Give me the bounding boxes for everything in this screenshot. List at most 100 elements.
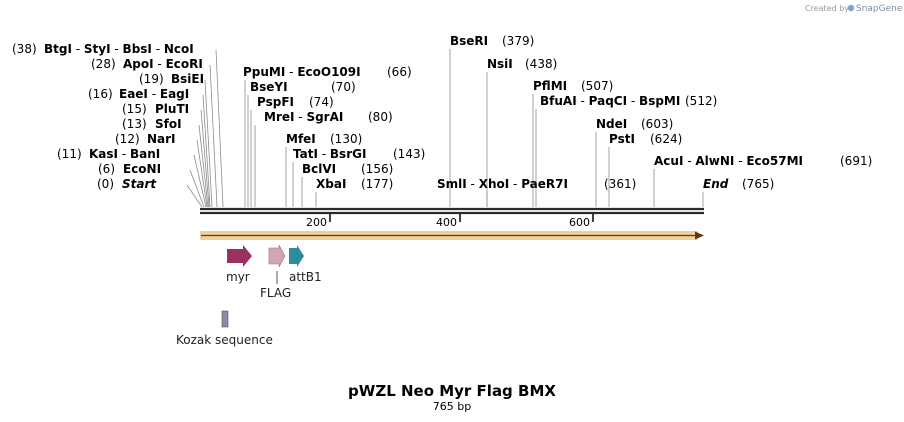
enzyme-name: BclVI — [302, 162, 336, 176]
enzyme-name: StyI — [84, 42, 111, 56]
map-length: 765 bp — [433, 400, 471, 413]
enzyme-name: EcoO109I — [297, 65, 360, 79]
feature-flag: FLAG — [260, 244, 291, 300]
enzyme-name: NarI — [147, 132, 176, 146]
enzyme-name: PspFI — [257, 95, 294, 109]
site-position: (28) — [91, 57, 116, 71]
site-connector-lines — [186, 49, 704, 208]
enzyme-name: MreI — [264, 110, 294, 124]
name-separator: - — [627, 94, 639, 108]
snapgene-logo-icon — [847, 4, 855, 12]
axis-tick-label: 600 — [569, 216, 590, 229]
site-enzyme-names: BclVI — [302, 162, 336, 176]
enzyme-name: PstI — [609, 132, 635, 146]
flag-label: FLAG — [260, 286, 291, 300]
flag-feature-arrow — [268, 244, 286, 268]
site-enzyme-names: KasI - BanI — [89, 147, 160, 161]
enzyme-name: Eco57MI — [746, 154, 803, 168]
site-enzyme-names: NdeI — [596, 117, 627, 131]
site-position: (19) — [139, 72, 164, 86]
site-position: (379) — [502, 34, 534, 48]
site-position: (624) — [650, 132, 682, 146]
site-enzyme-names: EaeI - EagI — [119, 87, 189, 101]
enzyme-name: EcoRI — [166, 57, 203, 71]
enzyme-name: NcoI — [164, 42, 194, 56]
credit-brand: SnapGene — [856, 4, 903, 14]
enzyme-name: PaqCI — [589, 94, 627, 108]
site-enzyme-names: PflMI — [533, 79, 567, 93]
name-separator: - — [683, 154, 695, 168]
enzyme-name: BanI — [130, 147, 160, 161]
site-enzyme-names: PstI — [609, 132, 635, 146]
site-position: (507) — [581, 79, 613, 93]
enzyme-name: SfoI — [155, 117, 182, 131]
site-enzyme-names: BsiEI — [171, 72, 204, 86]
enzyme-name: BspMI — [639, 94, 680, 108]
restriction-site-labels: (38)BtgI - StyI - BbsI - NcoI(28)ApoI - … — [12, 34, 872, 191]
enzyme-name: BseRI — [450, 34, 488, 48]
enzyme-name: EcoNI — [123, 162, 161, 176]
name-separator: - — [509, 177, 521, 191]
site-enzyme-names: MreI - SgrAI — [264, 110, 343, 124]
feature-kozak: Kozak sequence — [176, 310, 273, 347]
name-separator: - — [318, 147, 330, 161]
name-separator: - — [577, 94, 589, 108]
name-separator: - — [467, 177, 479, 191]
enzyme-name: NsiI — [487, 57, 513, 71]
enzyme-name: AcuI — [654, 154, 683, 168]
enzyme-name: BfuAI — [540, 94, 577, 108]
enzyme-name: BtgI — [44, 42, 72, 56]
site-connector — [189, 169, 205, 208]
myr-feature-arrow — [227, 245, 252, 267]
axis-tick-label: 200 — [306, 216, 327, 229]
site-enzyme-names: BtgI - StyI - BbsI - NcoI — [44, 42, 194, 56]
site-connector — [204, 79, 213, 208]
kozak-feature-box — [221, 310, 229, 328]
feature-myr: myr — [226, 245, 252, 284]
site-enzyme-names: EcoNI — [123, 162, 161, 176]
name-separator: - — [152, 42, 164, 56]
site-enzyme-names: NarI — [147, 132, 176, 146]
feature-attb1: attB1 — [289, 245, 322, 284]
site-connector — [215, 49, 224, 208]
site-connector — [196, 139, 208, 208]
enzyme-name: Start — [122, 177, 157, 191]
site-enzyme-names: End — [703, 177, 729, 191]
name-separator: - — [734, 154, 746, 168]
enzyme-name: BsrGI — [330, 147, 367, 161]
enzyme-name: AlwNI — [695, 154, 734, 168]
site-enzyme-names: MfeI — [286, 132, 316, 146]
site-position: (11) — [57, 147, 82, 161]
name-separator: - — [294, 110, 306, 124]
site-connector — [198, 124, 209, 208]
site-enzyme-names: SfoI — [155, 117, 182, 131]
site-enzyme-names: NsiI — [487, 57, 513, 71]
enzyme-name: PaeR7I — [521, 177, 568, 191]
enzyme-name: PflMI — [533, 79, 567, 93]
credit-prefix: Created by — [805, 4, 849, 13]
site-enzyme-names: TatI - BsrGI — [293, 147, 366, 161]
site-enzyme-names: PluTI — [155, 102, 189, 116]
enzyme-name: SgrAI — [306, 110, 343, 124]
site-position: (512) — [685, 94, 717, 108]
enzyme-name: TatI — [293, 147, 318, 161]
orf-arrowhead — [695, 231, 704, 240]
site-enzyme-names: XbaI — [316, 177, 346, 191]
enzyme-name: NdeI — [596, 117, 627, 131]
site-enzyme-names: AcuI - AlwNI - Eco57MI — [654, 154, 803, 168]
site-enzyme-names: BseRI — [450, 34, 488, 48]
enzyme-name: PluTI — [155, 102, 189, 116]
enzyme-name: BsiEI — [171, 72, 204, 86]
name-separator: - — [285, 65, 297, 79]
site-enzyme-names: Start — [122, 177, 157, 191]
site-position: (143) — [393, 147, 425, 161]
name-separator: - — [154, 57, 166, 71]
enzyme-name: PpuMI — [243, 65, 285, 79]
sequence-backbone — [200, 207, 704, 215]
site-connector — [200, 109, 210, 208]
site-position: (156) — [361, 162, 393, 176]
site-position: (765) — [742, 177, 774, 191]
site-position: (16) — [88, 87, 113, 101]
site-position: (6) — [98, 162, 115, 176]
